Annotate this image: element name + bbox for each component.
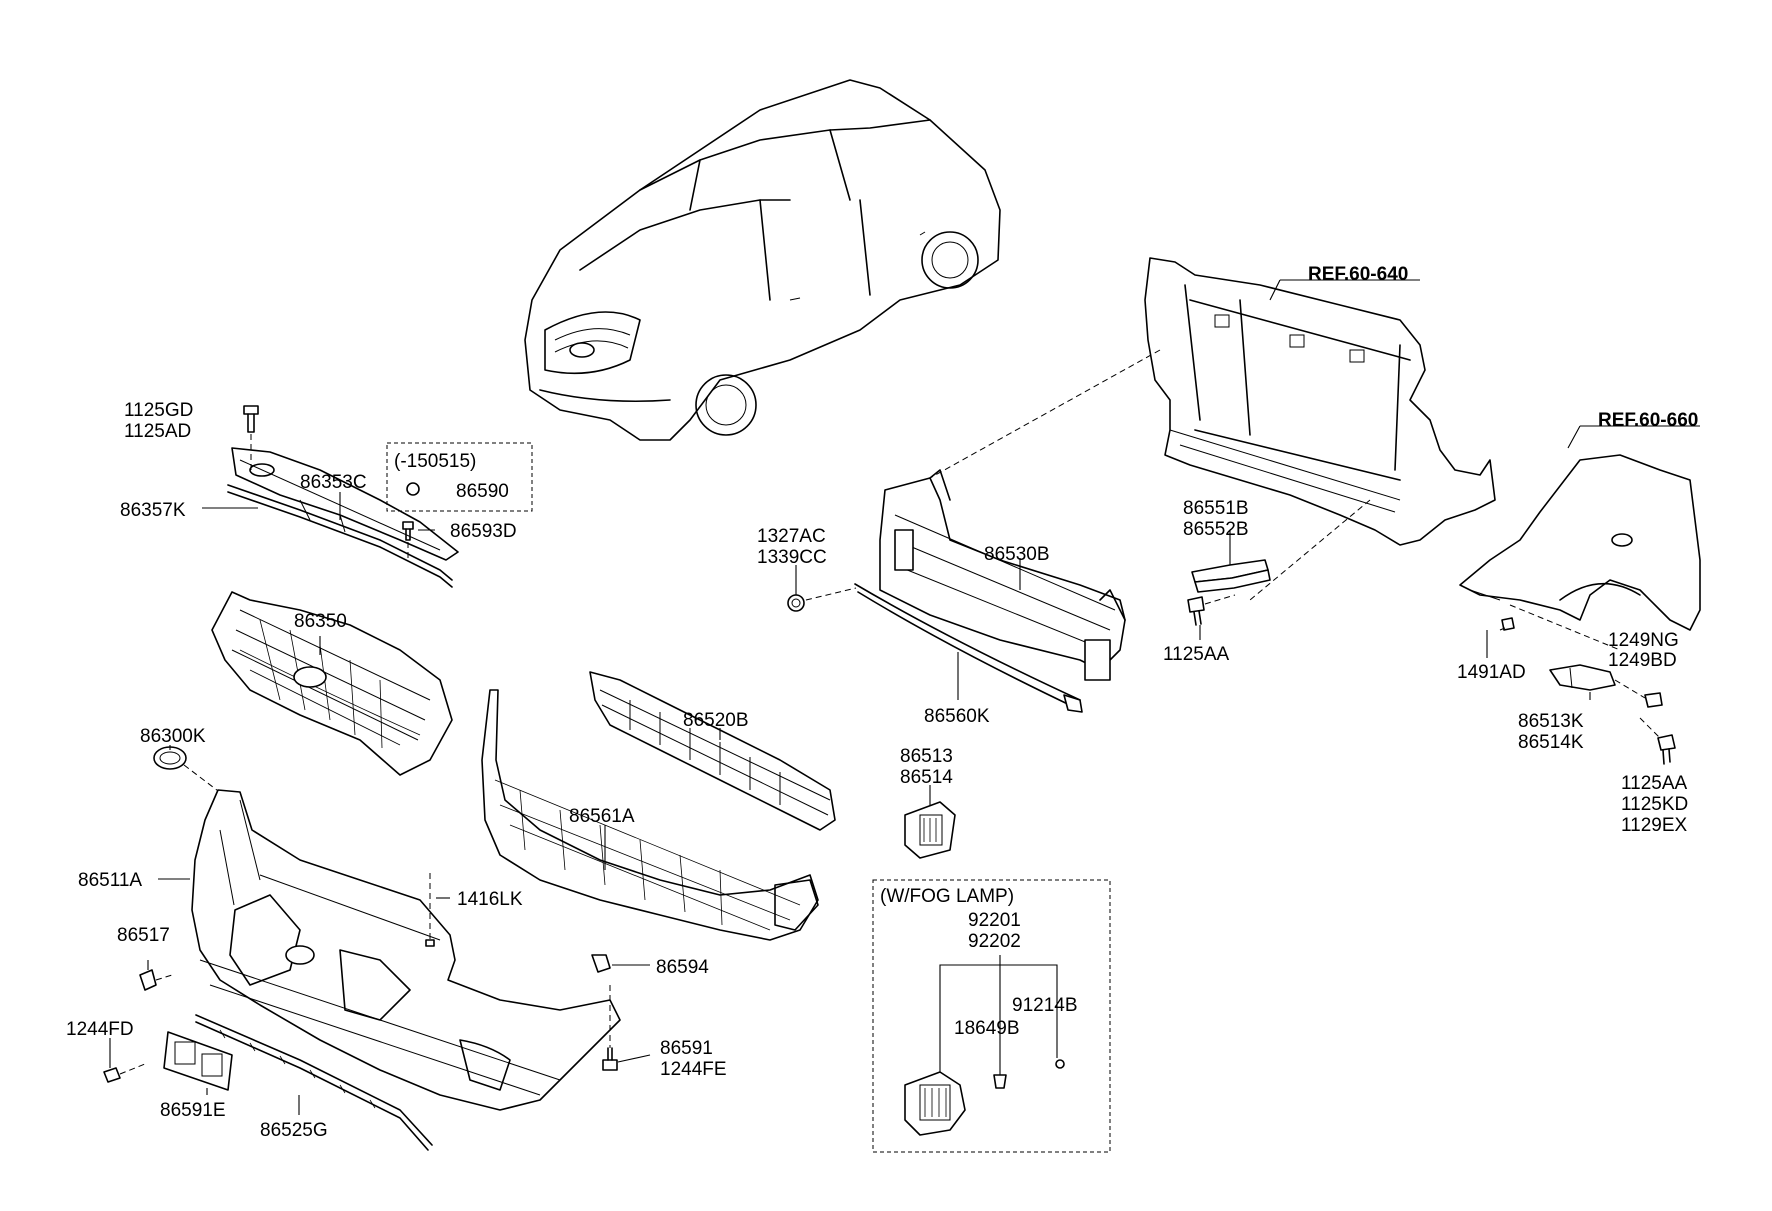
label-86300k: 86300K bbox=[140, 726, 206, 747]
bolt-1125gd bbox=[243, 405, 259, 470]
label-86520b: 86520B bbox=[683, 710, 749, 731]
front-bumper-86511a bbox=[191, 789, 621, 1111]
clip-1491ad bbox=[1501, 617, 1515, 631]
radiator-support-ref-60-640 bbox=[929, 257, 1496, 601]
label-86552b: 86552B bbox=[1183, 519, 1249, 540]
label-1125aa-center: 1125AA bbox=[1163, 644, 1230, 665]
part-labels: 1125GD 1125AD (-150515) 86590 86353C 863… bbox=[66, 264, 1698, 1141]
cover-86517 bbox=[139, 969, 173, 991]
bolt-1125aa-right bbox=[1639, 717, 1676, 765]
label-92202: 92202 bbox=[968, 931, 1021, 952]
strip-86525g bbox=[195, 1014, 433, 1151]
label-86350: 86350 bbox=[294, 611, 347, 632]
leader-lines bbox=[109, 279, 1700, 1115]
rail-86560k bbox=[854, 583, 1083, 713]
label-1244fd: 1244FD bbox=[66, 1019, 134, 1040]
label-86594: 86594 bbox=[656, 957, 709, 978]
label-86517: 86517 bbox=[117, 925, 170, 946]
label-1125kd: 1125KD bbox=[1621, 794, 1688, 815]
label-86513k: 86513K bbox=[1518, 711, 1584, 732]
label-1491ad: 1491AD bbox=[1457, 662, 1526, 683]
clip-86593d bbox=[402, 521, 414, 560]
label-1249bd: 1249BD bbox=[1608, 650, 1677, 671]
label-1416lk: 1416LK bbox=[457, 889, 523, 910]
bolt-1125aa-center bbox=[1187, 594, 1236, 626]
label-1249ng: 1249NG bbox=[1608, 630, 1679, 651]
clip-86594 bbox=[591, 954, 611, 973]
bracket-86513k bbox=[1549, 664, 1616, 691]
nut-1327ac bbox=[787, 587, 857, 612]
label-86591e: 86591E bbox=[160, 1100, 226, 1121]
fender-ref-60-660 bbox=[1459, 454, 1701, 651]
label-86357k: 86357K bbox=[120, 500, 186, 521]
label-150515: (-150515) bbox=[394, 451, 476, 472]
label-86514: 86514 bbox=[900, 767, 953, 788]
label-86511a: 86511A bbox=[78, 870, 142, 891]
label-1339cc: 1339CC bbox=[757, 547, 827, 568]
radiator-grille-86350 bbox=[211, 591, 453, 776]
upper-grille-bracket bbox=[227, 447, 459, 588]
label-92201: 92201 bbox=[968, 910, 1021, 931]
label-91214b: 91214B bbox=[1012, 995, 1078, 1016]
lower-grille-86561a bbox=[481, 689, 819, 941]
label-86561a: 86561A bbox=[569, 806, 635, 827]
label-86513: 86513 bbox=[900, 746, 953, 767]
label-86591: 86591 bbox=[660, 1038, 713, 1059]
label-86525g: 86525G bbox=[260, 1120, 328, 1141]
label-86593d: 86593D bbox=[450, 521, 517, 542]
nut-86590 bbox=[386, 442, 533, 512]
label-1125aa-right: 1125AA bbox=[1621, 773, 1688, 794]
bolt-1244fd bbox=[103, 1063, 146, 1083]
label-86551b: 86551B bbox=[1183, 498, 1249, 519]
bracket-86551b bbox=[1191, 559, 1271, 593]
label-ref-60-640: REF.60-640 bbox=[1308, 264, 1408, 285]
label-1125ad: 1125AD bbox=[124, 421, 191, 442]
label-1244fe: 1244FE bbox=[660, 1059, 727, 1080]
label-fog-lamp: (W/FOG LAMP) bbox=[880, 886, 1014, 907]
label-86560k: 86560K bbox=[924, 706, 990, 727]
vehicle-illustration bbox=[524, 79, 1001, 441]
bumper-beam-86530b bbox=[879, 469, 1126, 681]
label-86353c: 86353C bbox=[300, 472, 367, 493]
fog-lamp-group bbox=[872, 879, 1111, 1153]
label-18649b: 18649B bbox=[954, 1018, 1020, 1039]
label-1129ex: 1129EX bbox=[1621, 815, 1688, 836]
label-86514k: 86514K bbox=[1518, 732, 1584, 753]
label-86530b: 86530B bbox=[984, 544, 1050, 565]
bolt-1249ng bbox=[1614, 679, 1663, 708]
bracket-86591e bbox=[163, 1031, 233, 1091]
bolt-1244fe bbox=[602, 985, 618, 1071]
label-1125gd: 1125GD bbox=[124, 400, 193, 421]
fog-cover-86513 bbox=[904, 801, 956, 859]
energy-absorber-86520b bbox=[589, 671, 836, 831]
label-ref-60-660: REF.60-660 bbox=[1598, 410, 1698, 431]
label-1327ac: 1327AC bbox=[757, 526, 826, 547]
label-86590: 86590 bbox=[456, 481, 509, 502]
bolt-1416lk bbox=[425, 873, 435, 947]
